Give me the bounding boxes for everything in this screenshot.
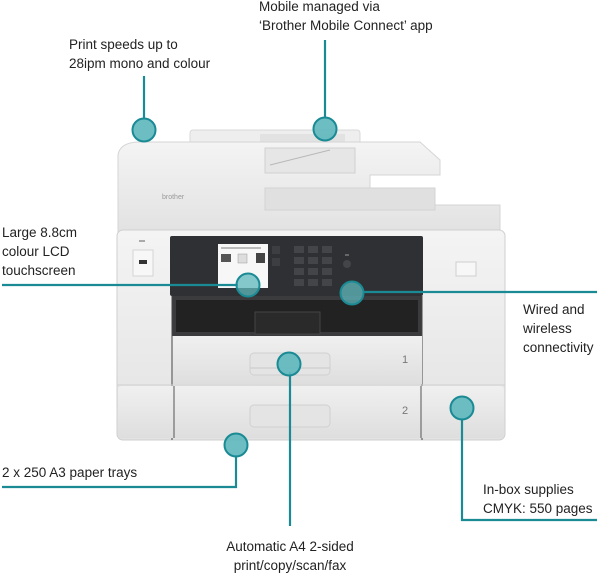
svg-text:2: 2: [402, 405, 408, 417]
callout-text: Wired and: [523, 302, 585, 317]
callout-dot-connectivity: [339, 280, 365, 306]
callout-connectivity: Wired and wireless connectivity: [523, 300, 594, 357]
callout-text: Mobile managed via: [259, 0, 380, 14]
callout-text: print/copy/scan/fax: [233, 558, 347, 573]
callout-text: 2 x 250 A3 paper trays: [2, 465, 138, 480]
callout-lcd: Large 8.8cm colour LCD touchscreen: [2, 223, 77, 280]
callout-dot-mobile: [312, 116, 338, 142]
callout-text: Print speeds up to: [69, 37, 178, 52]
callout-dot-supplies: [449, 395, 475, 421]
callout-text: In-box supplies: [483, 482, 574, 497]
callout-line-supplies: [460, 418, 597, 522]
callout-text: 28ipm mono and colour: [69, 56, 211, 71]
callout-text: ‘Brother Mobile Connect’ app: [259, 18, 433, 33]
callout-supplies: In-box supplies CMYK: 550 pages: [483, 480, 593, 518]
callout-print-speed: Print speeds up to 28ipm mono and colour: [69, 35, 210, 73]
svg-text:1: 1: [402, 354, 408, 366]
callout-mobile: Mobile managed via ‘Brother Mobile Conne…: [259, 0, 433, 35]
callout-text: CMYK: 550 pages: [483, 501, 593, 516]
callout-text: Large 8.8cm: [2, 225, 78, 240]
callout-trays: 2 x 250 A3 paper trays: [2, 463, 137, 482]
callout-duplex: Automatic A4 2-sided print/copy/scan/fax: [210, 537, 370, 575]
callout-dot-duplex: [276, 351, 302, 377]
brand-logo: brother: [162, 194, 185, 201]
callout-dot-lcd: [235, 272, 261, 298]
callout-text: wireless: [523, 321, 572, 336]
callout-dot-trays: [223, 432, 249, 458]
callout-text: colour LCD: [2, 244, 70, 259]
callout-text: Automatic A4 2-sided: [226, 539, 354, 554]
callout-text: touchscreen: [2, 263, 76, 278]
document-feeder: brother: [117, 129, 501, 233]
callout-line-trays: [2, 455, 238, 489]
callout-dot-print-speed: [131, 117, 157, 143]
callout-text: connectivity: [523, 340, 594, 355]
